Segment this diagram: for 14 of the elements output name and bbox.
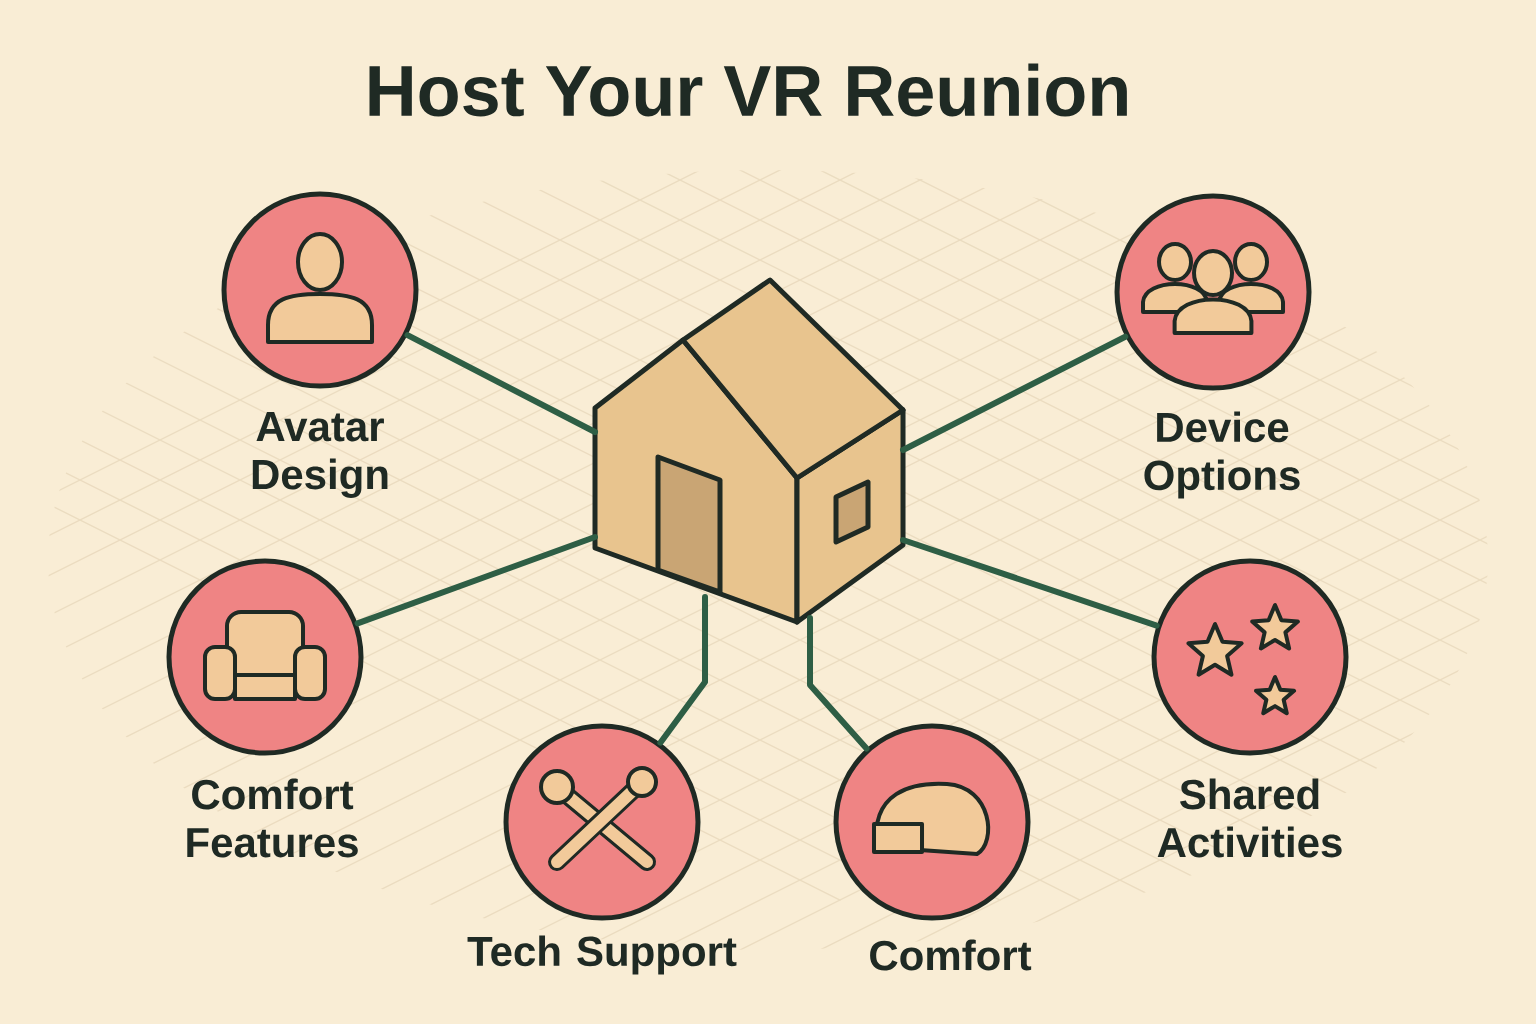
connector-line (404, 332, 598, 435)
feature-label: Shared Activities (1157, 778, 1342, 858)
feature-label: Device Options (1144, 411, 1300, 499)
feature-label: Comfort Features (187, 778, 358, 858)
connector-line (807, 615, 870, 752)
connector-line (657, 594, 708, 746)
title: Host Your VR Reunion (369, 63, 1127, 117)
feature-label: Comfort (870, 939, 1032, 971)
connector-line (900, 333, 1129, 453)
feature-label: Avatar Design (252, 412, 388, 498)
house-drawing (592, 277, 906, 625)
connector-line (900, 537, 1160, 629)
connector-line (354, 534, 598, 627)
feature-label: Tech Support (467, 935, 737, 975)
